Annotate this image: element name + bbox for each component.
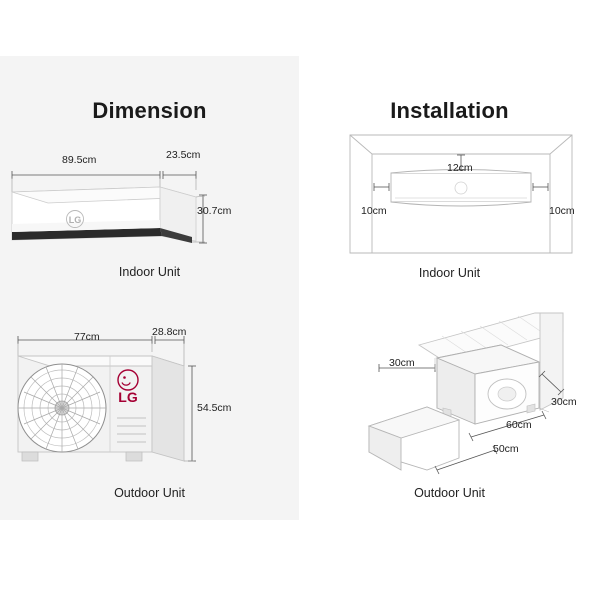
outdoor-bottom-clearance-label: 50cm bbox=[493, 443, 519, 455]
outdoor-bottom-clearance-dimension bbox=[434, 445, 498, 475]
indoor-unit-caption: Indoor Unit bbox=[118, 265, 181, 279]
outdoor-dimension-drawing: LG bbox=[0, 318, 299, 478]
indoor-installation-caption: Indoor Unit bbox=[418, 266, 481, 280]
indoor-right-clearance-label: 10cm bbox=[549, 205, 575, 217]
lg-logo-indoor: LG bbox=[66, 210, 84, 228]
indoor-depth-label: 23.5cm bbox=[166, 149, 201, 161]
wall-and-roof bbox=[417, 312, 564, 411]
top-clearance-dimension bbox=[457, 154, 465, 171]
outdoor-unit-caption: Outdoor Unit bbox=[114, 486, 185, 500]
outdoor-right-clearance-dimension bbox=[538, 370, 565, 396]
room-outline bbox=[349, 134, 573, 254]
indoor-height-label: 30.7cm bbox=[197, 205, 232, 217]
lg-logo-outdoor: LG bbox=[117, 369, 139, 405]
installation-title: Installation bbox=[390, 98, 509, 123]
outdoor-height-label: 54.5cm bbox=[197, 402, 232, 414]
indoor-top-clearance-label: 12cm bbox=[447, 162, 473, 174]
indoor-width-label: 89.5cm bbox=[62, 154, 97, 166]
outdoor-right-clearance-label: 30cm bbox=[551, 396, 577, 408]
left-clearance-dimension bbox=[373, 183, 390, 191]
indoor-dimension-drawing: LG bbox=[0, 140, 299, 270]
outdoor-left-clearance-label: 30cm bbox=[389, 357, 415, 369]
outdoor-front-clearance-dimension bbox=[468, 410, 547, 442]
outdoor-front-clearance-label: 60cm bbox=[506, 419, 532, 431]
indoor-installation-drawing bbox=[299, 128, 600, 256]
indoor-left-clearance-label: 10cm bbox=[361, 205, 387, 217]
right-clearance-dimension bbox=[532, 183, 549, 191]
outdoor-installation-drawing bbox=[299, 300, 600, 475]
svg-text:LG: LG bbox=[69, 215, 82, 225]
outdoor-width-dimension-line bbox=[17, 336, 185, 344]
dimension-title: Dimension bbox=[92, 98, 207, 123]
outdoor-height-dimension-line bbox=[188, 365, 196, 462]
width-dimension-line bbox=[11, 171, 197, 179]
indoor-unit-body bbox=[11, 186, 197, 243]
indoor-unit-installed bbox=[390, 169, 532, 207]
outdoor-depth-label: 28.8cm bbox=[152, 326, 187, 338]
outdoor-unit-installed bbox=[435, 344, 541, 425]
svg-text:LG: LG bbox=[118, 389, 138, 405]
outdoor-unit-body bbox=[17, 355, 185, 462]
front-obstacle-box bbox=[367, 406, 461, 471]
outdoor-installation-caption: Outdoor Unit bbox=[414, 486, 485, 500]
outdoor-width-label: 77cm bbox=[74, 331, 100, 343]
height-dimension-line bbox=[199, 194, 207, 244]
